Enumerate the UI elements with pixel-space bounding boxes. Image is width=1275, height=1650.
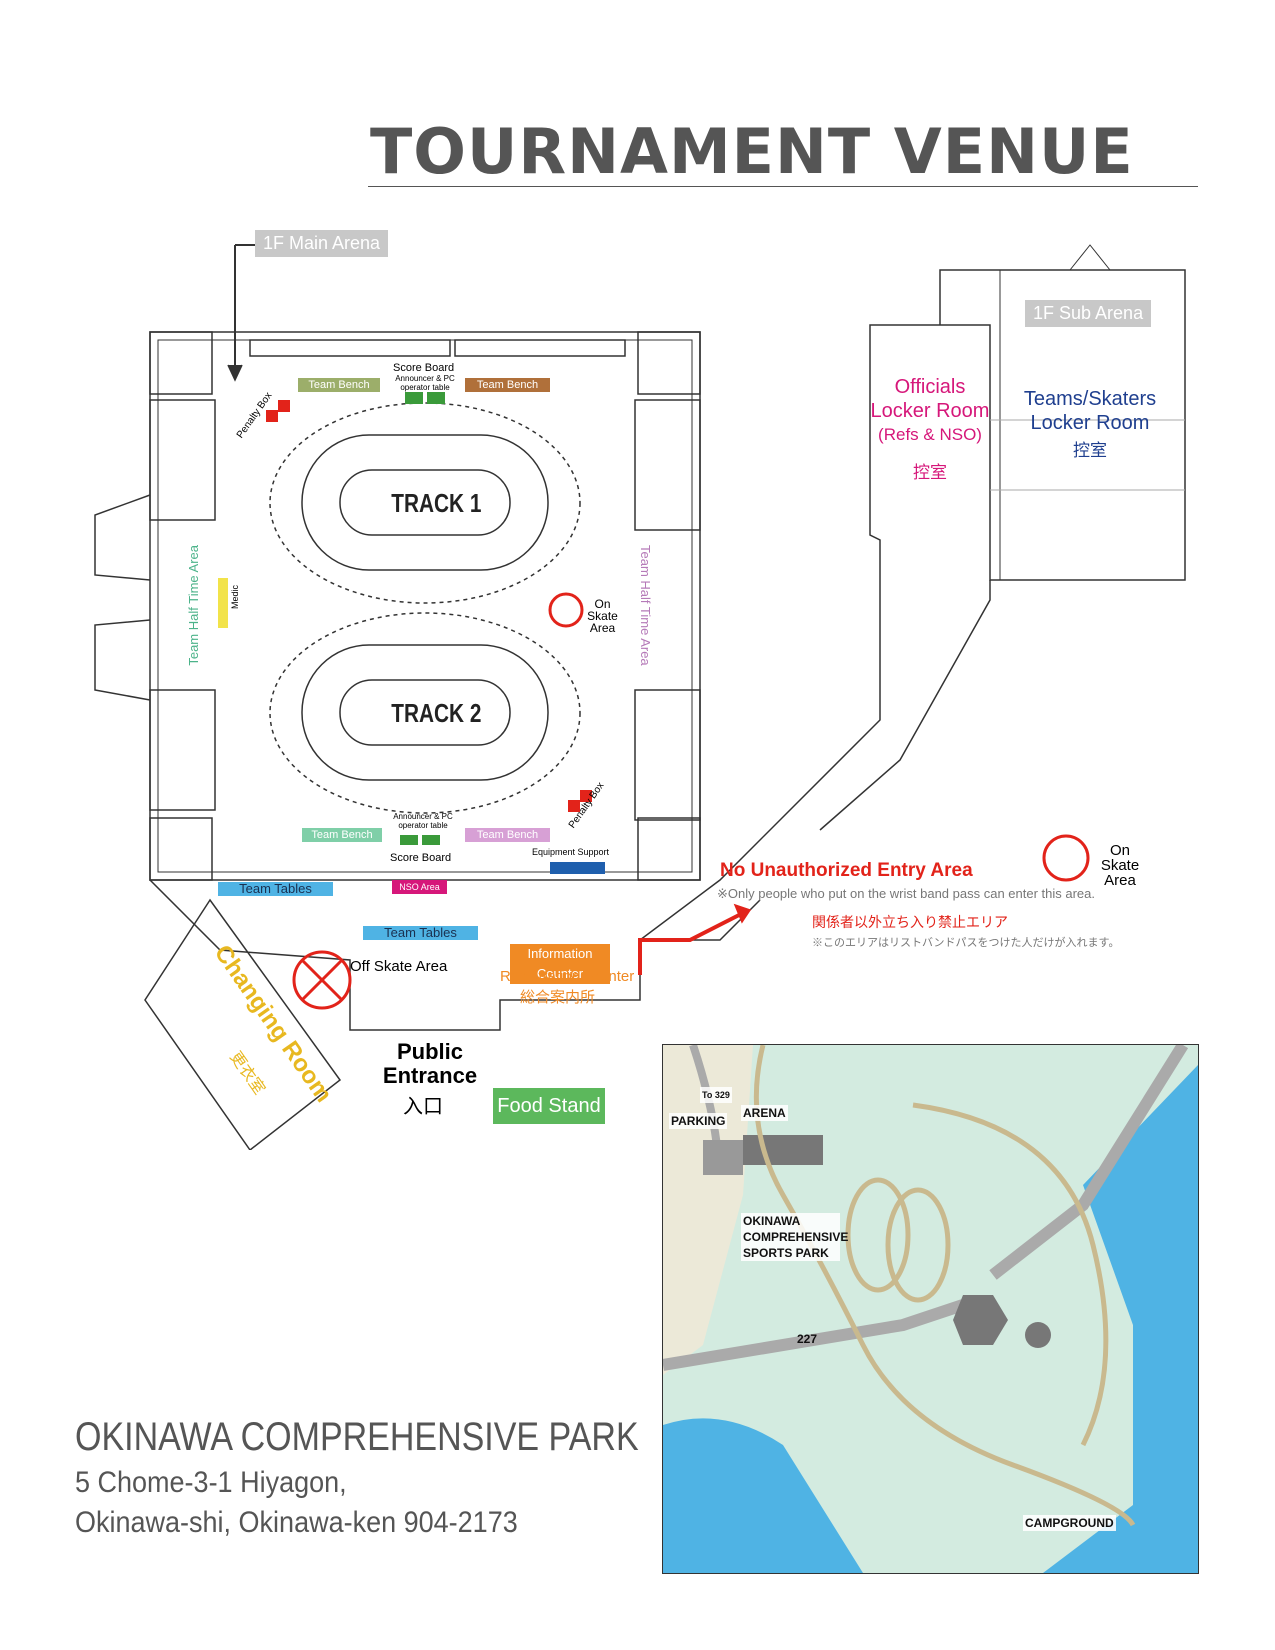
medic-label: Medic <box>230 585 240 610</box>
main-arena-label: 1F Main Arena <box>255 230 389 257</box>
map-road-227: 227 <box>797 1332 818 1346</box>
public-entrance-jp: 入口 <box>403 1096 443 1118</box>
team-bench-top-right: Team Bench <box>465 378 550 392</box>
map-to-329: To 329 <box>700 1087 732 1103</box>
score-board-bottom: Score Board <box>390 852 452 864</box>
map-drawing <box>663 1045 1198 1573</box>
address-line-1: 5 Chome-3-1 Hiyagon, <box>75 1466 347 1499</box>
floor-plan-drawing <box>94 244 1186 1150</box>
off-skate-area-label: Off Skate Area <box>350 958 448 975</box>
venue-address: OKINAWA COMPREHENSIVE PARK 5 Chome-3-1 H… <box>75 1415 738 1540</box>
map-park-label: OKINAWA COMPREHENSIVE SPORTS PARK <box>741 1213 849 1261</box>
map-parking: PARKING <box>669 1113 728 1129</box>
no-entry-note-jp: ※このエリアはリストバンドパスをつけた人だけが入れます。 <box>812 937 1120 949</box>
legend-on-skate: On Skate Area <box>1100 842 1140 889</box>
sub-arena-label: 1F Sub Arena <box>1025 300 1152 327</box>
team-bench-top-left: Team Bench <box>298 378 380 392</box>
nso-area: NSO Area <box>392 880 447 894</box>
no-entry-note: ※Only people who put on the wrist band p… <box>717 886 1096 901</box>
teams-locker-room: Teams/Skaters Locker Room <box>1023 388 1157 434</box>
information-counter: Information Counter <box>510 944 610 984</box>
no-entry-jp: 関係者以外立ち入り禁止エリア <box>812 914 1008 930</box>
score-board-top: Score Board <box>393 362 455 374</box>
team-half-time-right: Team Half Time Area <box>638 545 653 666</box>
map-campground: CAMPGROUND <box>1023 1515 1116 1531</box>
officials-locker-room: Officials Locker Room <box>870 376 990 422</box>
announcer-table-bottom: Announcer & PC operator table <box>393 812 453 830</box>
map-arena: ARENA <box>741 1105 788 1121</box>
announcer-table-top: Announcer & PC operator table <box>395 374 455 392</box>
team-bench-bottom-right: Team Bench <box>465 828 550 842</box>
teams-locker-jp: 控室 <box>1073 441 1107 460</box>
title-divider <box>368 186 1198 187</box>
team-half-time-left: Team Half Time Area <box>186 545 201 666</box>
venue-name: OKINAWA COMPREHENSIVE PARK <box>75 1415 639 1459</box>
no-entry-title: No Unauthorized Entry Area <box>720 860 973 881</box>
location-map: To 329 PARKING ARENA OKINAWA COMPREHENSI… <box>662 1044 1199 1574</box>
food-stand: Food Stand <box>493 1088 605 1124</box>
registration-counter: Registration counter <box>500 968 635 985</box>
on-skate-area-label: On Skate Area <box>587 597 618 635</box>
officials-locker-sub: (Refs & NSO) <box>878 425 982 444</box>
page-title: TOURNAMENT VENUE <box>370 115 1134 188</box>
track-2-label: TRACK 2 <box>391 698 482 728</box>
officials-locker-jp: 控室 <box>913 463 947 482</box>
track-1-label: TRACK 1 <box>391 488 482 518</box>
registration-counter-jp: 総合案内所 <box>520 989 596 1006</box>
public-entrance-label: Public Entrance <box>382 1039 478 1088</box>
team-tables-right: Team Tables <box>363 926 478 940</box>
address-line-2: Okinawa-shi, Okinawa-ken 904-2173 <box>75 1506 518 1539</box>
team-bench-bottom-left: Team Bench <box>302 828 382 842</box>
team-tables-left: Team Tables <box>218 882 333 896</box>
equipment-support-label: Equipment Support <box>532 847 610 857</box>
